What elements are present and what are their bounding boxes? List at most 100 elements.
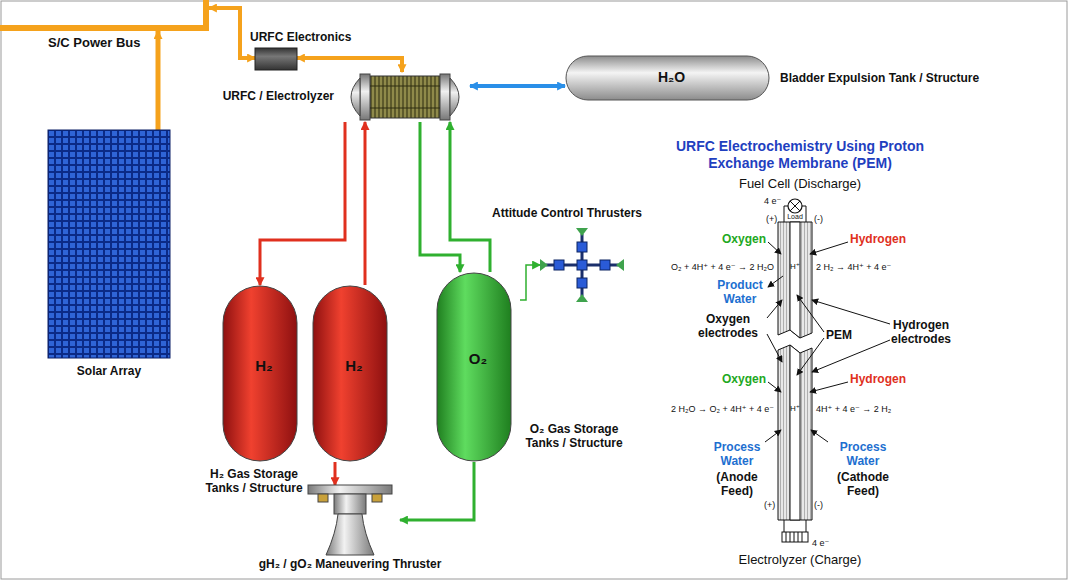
drawing-part xyxy=(577,278,587,288)
node-text: Bladder Expulsion Tank / Structure xyxy=(780,71,979,85)
drawing-part xyxy=(334,494,366,514)
node-text: H₂O xyxy=(565,69,778,86)
figure-label: H⁺ xyxy=(789,404,801,414)
figure-label: PEM xyxy=(826,328,852,342)
drawing-part xyxy=(784,520,785,532)
figure-label: (+) xyxy=(766,214,777,225)
drawing-part xyxy=(577,260,587,270)
drawing-part xyxy=(554,260,564,270)
figure-label: 4H⁺ + 4 e⁻ → 2 H₂ xyxy=(816,404,891,415)
node-text: URFC / Electrolyzer xyxy=(223,89,334,103)
figure-label: (Anode Feed) xyxy=(706,470,768,499)
drawing-part xyxy=(48,130,170,358)
pipe-connector xyxy=(260,122,345,285)
drawing-part xyxy=(765,430,781,442)
diagram-node: URFC / Electrolyzer xyxy=(340,72,470,122)
drawing-part xyxy=(370,108,440,109)
drawing-part xyxy=(797,295,824,332)
node-text: Solar Array xyxy=(28,364,190,378)
figure-label: (-) xyxy=(814,500,823,511)
node-shape xyxy=(0,0,209,31)
drawing-part xyxy=(797,338,824,375)
figure-label: Fuel Cell (Discharge) xyxy=(660,176,940,192)
figure-label: Load xyxy=(785,213,805,221)
drawing-part xyxy=(577,242,587,252)
diagram-node: O₂O₂ Gas Storage Tanks / Structure xyxy=(436,272,520,462)
figure-label: (+) xyxy=(764,500,775,511)
drawing-part xyxy=(812,300,890,324)
drawing-part xyxy=(540,228,624,302)
node-text: URFC Electronics xyxy=(250,30,351,44)
drawing-part xyxy=(806,520,807,532)
figure-label: Hydrogen electrodes xyxy=(880,318,962,347)
drawing-part xyxy=(370,76,440,118)
node-text: O₂ xyxy=(436,350,520,368)
diagram-node: Solar Array xyxy=(48,130,170,358)
figure-label: Oxygen xyxy=(722,372,766,386)
diagram-node: gH₂ / gO₂ Maneuvering Thruster xyxy=(300,485,400,555)
node-text: gH₂ / gO₂ Maneuvering Thruster xyxy=(230,557,470,571)
figure-label: Product Water xyxy=(710,278,770,307)
drawing-part xyxy=(351,78,360,116)
figure-label: Hydrogen xyxy=(850,372,906,386)
drawing-part xyxy=(790,201,800,211)
drawing-part xyxy=(786,532,802,542)
drawing-part xyxy=(788,199,802,213)
node-shape xyxy=(300,485,400,555)
node-shape xyxy=(48,130,170,358)
figure-label: Oxygen electrodes xyxy=(686,312,770,341)
drawing-part xyxy=(255,48,297,70)
pipe-connector xyxy=(400,462,474,520)
node-shape xyxy=(540,228,624,302)
drawing-part xyxy=(370,86,440,87)
drawing-part xyxy=(768,276,783,287)
figure-label: 2 H₂ → 4H⁺ + 4 e⁻ xyxy=(816,262,891,273)
drawing-part xyxy=(767,300,782,318)
figure-label: 2 H₂O → O₂ + 4H⁺ + 4 e⁻ xyxy=(650,404,774,415)
figure-label: Oxygen xyxy=(722,232,766,246)
drawing-part xyxy=(767,334,782,362)
figure-label: H⁺ xyxy=(789,262,801,272)
drawing-part xyxy=(372,494,382,502)
drawing-part xyxy=(600,260,610,270)
figure-label: (Cathode Feed) xyxy=(826,470,900,499)
drawing-part xyxy=(810,242,848,254)
node-shape xyxy=(340,72,470,122)
pipe-connector xyxy=(450,122,490,272)
figure-label: Electrolyzer (Charge) xyxy=(660,552,940,568)
pipe-connector xyxy=(334,462,337,485)
pipe-connector xyxy=(470,84,565,88)
figure-label: Process Water xyxy=(826,440,900,469)
drawing-part xyxy=(318,494,328,502)
figure-label: Hydrogen xyxy=(850,232,906,246)
drawing-part xyxy=(768,382,781,392)
drawing-part xyxy=(0,0,206,28)
node-text: H₂ xyxy=(312,357,396,375)
node-text: O₂ Gas Storage Tanks / Structure xyxy=(518,422,630,451)
figure-label: (-) xyxy=(814,214,823,225)
diagram-node: H₂ xyxy=(222,285,306,462)
pipe-connector xyxy=(364,122,367,285)
node-text: S/C Power Bus xyxy=(48,35,140,51)
drawing-part xyxy=(790,222,800,338)
figure-label: URFC Electrochemistry Using Proton Excha… xyxy=(660,138,940,172)
node-text: H₂ xyxy=(222,357,306,375)
pipe-connector xyxy=(297,58,402,72)
drawing-part xyxy=(790,345,800,520)
node-shape xyxy=(255,48,297,70)
drawing-part xyxy=(450,78,459,116)
drawing-part xyxy=(782,532,808,542)
node-text: Attitude Control Thrusters xyxy=(492,206,642,220)
pipe-connector xyxy=(420,122,460,272)
diagram-node: H₂OBladder Expulsion Tank / Structure xyxy=(565,55,778,101)
figure-label: O₂ + 4H⁺ + 4 e⁻ → 2 H₂O xyxy=(650,262,774,273)
pipe-connector xyxy=(209,8,255,58)
figure-label: 4 e⁻ xyxy=(764,196,781,207)
drawing-part xyxy=(812,340,890,372)
drawing-part xyxy=(308,485,392,494)
drawing-part xyxy=(440,74,450,120)
figure-label: H₂ Gas Storage Tanks / Structure xyxy=(198,467,310,496)
figure-label: 4 e⁻ xyxy=(812,538,829,549)
